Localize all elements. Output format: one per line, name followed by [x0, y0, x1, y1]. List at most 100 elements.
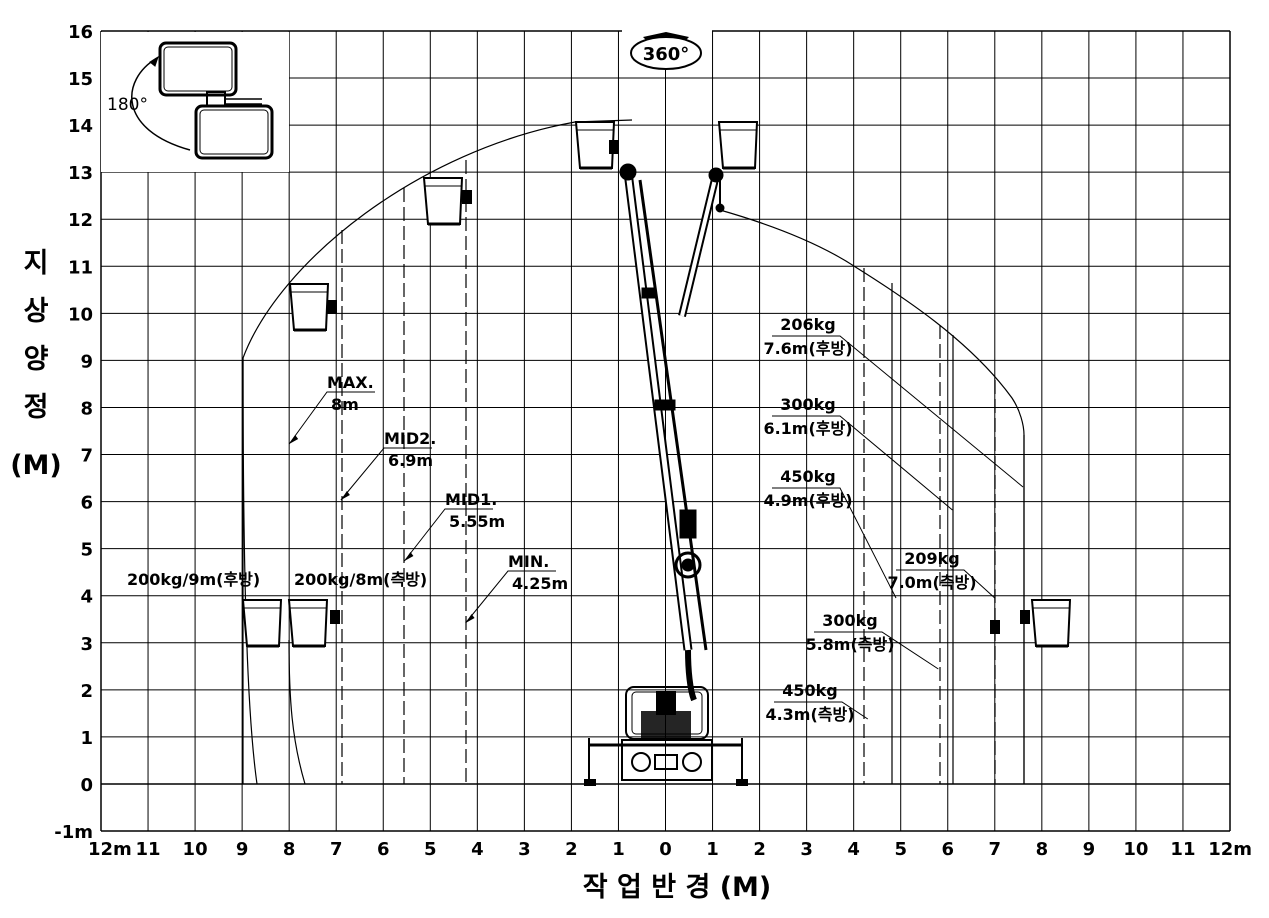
y-tick-label: 6: [80, 493, 93, 514]
arrowhead-icon: [465, 614, 475, 623]
x-tick-label: 12m: [88, 839, 132, 860]
arrowhead-icon: [404, 552, 414, 561]
y-tick-label: 13: [68, 163, 93, 184]
x-tick-label: 7: [989, 839, 1002, 860]
arrowhead-icon: [289, 435, 299, 444]
right-load-kg: 450kg: [780, 467, 836, 486]
grid: [100, 30, 1231, 832]
rotation-badge: 360°: [622, 30, 712, 70]
platform-basket: [241, 599, 283, 648]
right-load-kg: 450kg: [782, 681, 838, 700]
y-axis-title-char: (M): [10, 450, 62, 481]
leader-line: [404, 508, 493, 562]
platforms: [241, 121, 1072, 648]
x-tick-label: 12m: [1208, 839, 1252, 860]
y-tick-label: -1m: [54, 822, 93, 843]
right-load-reach: 6.1m(후방): [763, 419, 852, 438]
y-tick-label: 12: [68, 210, 93, 231]
leader-line: [772, 335, 1024, 488]
x-tick-label: 1: [612, 839, 625, 860]
y-tick-label: 10: [68, 304, 93, 325]
secondary-boom: [678, 167, 725, 317]
bracket-icon: [330, 610, 340, 624]
arrowhead-icon: [340, 491, 350, 500]
platform-basket: [287, 599, 329, 648]
x-tick-label: 9: [236, 839, 249, 860]
x-tick-label: 2: [753, 839, 766, 860]
right-load-reach: 5.8m(측방): [805, 635, 894, 654]
x-tick-label: 11: [136, 839, 161, 860]
right-load-kg: 300kg: [822, 611, 878, 630]
y-tick-label: 4: [80, 587, 93, 608]
labels: MAX.8mMID2.6.9mMID1.5.55mMIN.4.25m200kg/…: [127, 315, 1024, 724]
leader-line: [465, 570, 556, 624]
platform-basket: [422, 177, 464, 226]
y-axis-title-char: 양: [24, 344, 49, 375]
boom-line-label: MIN.: [508, 552, 549, 571]
leader-line: [814, 631, 939, 670]
leader-line: [896, 569, 996, 599]
leader-line: [340, 447, 432, 501]
right-load-kg: 300kg: [780, 395, 836, 414]
x-tick-label: 3: [800, 839, 813, 860]
boom-line-label: MID2.: [384, 429, 436, 448]
rotation-arrow-icon: [643, 32, 689, 40]
y-tick-label: 11: [68, 257, 93, 278]
main-boom: [619, 163, 708, 702]
boom-line-label: MID1.: [445, 490, 497, 509]
x-tick-label: 5: [424, 839, 437, 860]
right-load-reach: 4.9m(후방): [763, 491, 852, 510]
x-tick-label: 8: [283, 839, 296, 860]
inset-angle-label: 180°: [107, 95, 148, 115]
x-tick-label: 9: [1083, 839, 1096, 860]
x-tick-label: 1: [706, 839, 719, 860]
x-tick-label: 10: [1123, 839, 1148, 860]
y-tick-label: 3: [80, 634, 93, 655]
x-tick-label: 4: [847, 839, 860, 860]
x-tick-label: 6: [377, 839, 390, 860]
right-load-reach: 7.0m(측방): [887, 573, 976, 592]
x-tick-label: 4: [471, 839, 484, 860]
y-tick-label: 16: [68, 22, 93, 43]
x-tick-label: 10: [183, 839, 208, 860]
x-tick-label: 2: [565, 839, 578, 860]
y-tick-label: 2: [80, 681, 93, 702]
x-axis-title: 작 업 반 경 (M): [583, 872, 772, 903]
y-axis-title-char: 지: [24, 248, 49, 279]
platform-basket: [288, 283, 330, 332]
bracket-icon: [609, 140, 619, 154]
y-axis-title-char: 정: [24, 392, 49, 423]
x-tick-label: 5: [894, 839, 907, 860]
working-envelope: [242, 119, 1025, 785]
leader-line: [772, 415, 953, 511]
bracket-icon: [1020, 610, 1030, 624]
boom-line-value: 5.55m: [449, 512, 505, 531]
x-tick-label: 8: [1036, 839, 1049, 860]
rotation-arrowhead-icon: [149, 55, 159, 67]
y-tick-label: 7: [80, 446, 93, 467]
inner-envelope: [288, 639, 306, 785]
x-tick-label: 0: [659, 839, 672, 860]
y-tick-label: 1: [80, 728, 93, 749]
boom-line-value: 4.25m: [512, 574, 568, 593]
y-tick-label: 9: [80, 351, 93, 372]
left-load-label: 200kg/8m(측방): [294, 570, 427, 589]
x-tick-label: 11: [1170, 839, 1195, 860]
bracket-icon: [990, 620, 1000, 634]
platform-basket: [717, 121, 759, 170]
rotation-label: 360°: [643, 44, 690, 65]
left-load-label: 200kg/9m(후방): [127, 570, 260, 589]
right-load-reach: 7.6m(후방): [763, 339, 852, 358]
y-tick-label: 8: [80, 398, 93, 419]
x-tick-label: 3: [518, 839, 531, 860]
platform-basket: [574, 121, 616, 170]
platform-rotation-inset: 180°: [107, 41, 274, 160]
x-tick-label: 6: [941, 839, 954, 860]
leader-line: [772, 487, 897, 599]
leader-line: [288, 391, 375, 445]
boom-line-label: MAX.: [327, 373, 374, 392]
boom-line-value: 6.9m: [388, 451, 433, 470]
